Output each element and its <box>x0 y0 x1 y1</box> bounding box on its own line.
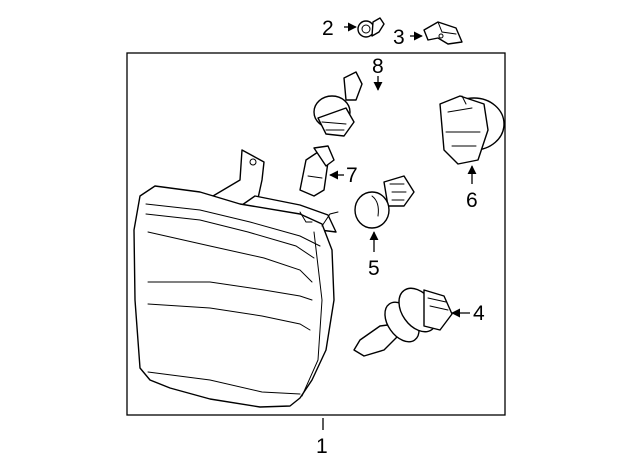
headlamp-assembly-icon[interactable] <box>133 149 339 408</box>
callout-1: 1 <box>316 435 328 458</box>
callout-6: 6 <box>466 189 478 212</box>
callout-5: 5 <box>368 257 380 280</box>
callout-4: 4 <box>473 302 485 325</box>
clip-icon[interactable] <box>423 21 463 45</box>
callout-8: 8 <box>372 55 384 78</box>
headlamp-bulb-icon[interactable] <box>353 281 453 357</box>
assembly-frame <box>126 52 506 416</box>
callout-3: 3 <box>393 26 405 49</box>
turn-signal-bulb-icon[interactable] <box>354 175 415 229</box>
callout-7: 7 <box>346 164 358 187</box>
side-marker-socket-icon[interactable] <box>313 71 363 137</box>
callout-2: 2 <box>322 17 334 40</box>
bolt-icon[interactable] <box>357 17 385 38</box>
wedge-bulb-icon[interactable] <box>299 145 335 197</box>
bulb-socket-icon[interactable] <box>439 95 505 165</box>
